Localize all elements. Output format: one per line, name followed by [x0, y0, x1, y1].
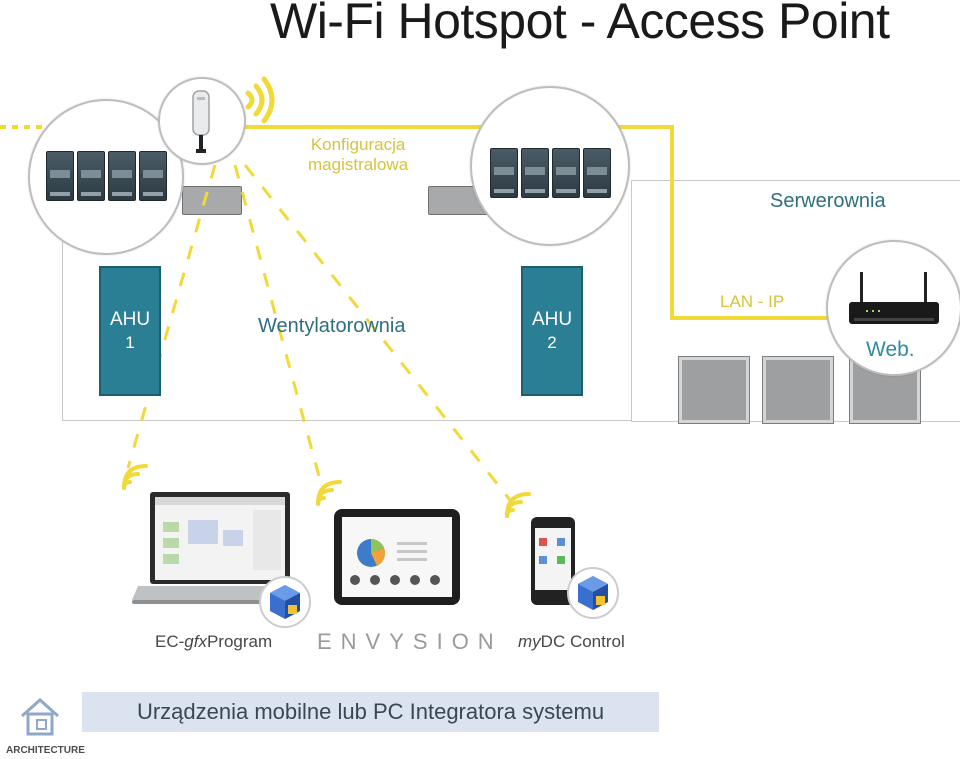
web-label: Web. — [866, 338, 915, 361]
ahu-2-label: AHU — [531, 309, 573, 330]
phone-device — [531, 517, 575, 605]
access-point-icon — [192, 90, 210, 153]
controller-rack-right — [490, 148, 611, 198]
wifi-icon — [245, 76, 275, 124]
server-room-label: Serwerownia — [770, 190, 886, 212]
access-point-circle — [158, 77, 246, 165]
laptop-device — [132, 492, 306, 604]
cube-app-icon — [259, 576, 311, 628]
ventilation-room-label: Wentylatorownia — [258, 315, 406, 337]
tablet-device — [334, 509, 460, 605]
duct-left — [182, 186, 242, 215]
controller-rack-left — [46, 151, 167, 201]
server-rack-2 — [762, 356, 834, 424]
router-circle: Web. — [826, 240, 960, 376]
phone-caption-italic: my — [518, 632, 541, 651]
laptop-caption-italic: gfx — [184, 632, 207, 651]
laptop-caption: EC-gfxProgram — [155, 632, 272, 652]
laptop-caption-prefix: EC- — [155, 632, 185, 651]
wifi-icon — [316, 480, 342, 506]
wifi-icon — [505, 492, 531, 518]
cube-app-icon — [567, 567, 619, 619]
page-title: Wi-Fi Hotspot - Access Point — [270, 0, 890, 49]
phone-caption-suffix: DC Control — [540, 632, 625, 651]
bus-config-line-2: magistralowa — [308, 155, 409, 174]
wifi-beam-lines — [126, 164, 512, 501]
ahu-1-label: AHU — [109, 309, 151, 330]
router-icon — [849, 272, 939, 324]
ahu-1-number: 1 — [125, 333, 135, 352]
ahu-2-unit: AHU 2 — [521, 266, 583, 396]
laptop-caption-suffix: Program — [206, 632, 273, 651]
house-logo-icon — [21, 697, 59, 736]
phone-caption: myDC Control — [518, 632, 625, 652]
ahu-2-number: 2 — [547, 333, 557, 352]
bus-config-line-1: Konfiguracja — [310, 135, 406, 154]
wifi-icon — [122, 464, 148, 490]
ahu-1-unit: AHU 1 — [99, 266, 161, 396]
bus-config-label: Konfiguracja magistralowa — [308, 135, 408, 175]
footer-band: Urządzenia mobilne lub PC Integratora sy… — [82, 692, 659, 732]
lan-ip-label: LAN - IP — [720, 292, 785, 311]
envision-logo-text: ENVYSION — [317, 629, 503, 654]
controller-right-circle — [470, 86, 630, 246]
server-rack-1 — [678, 356, 750, 424]
logo-text: ARCHITECTURE — [6, 745, 85, 756]
